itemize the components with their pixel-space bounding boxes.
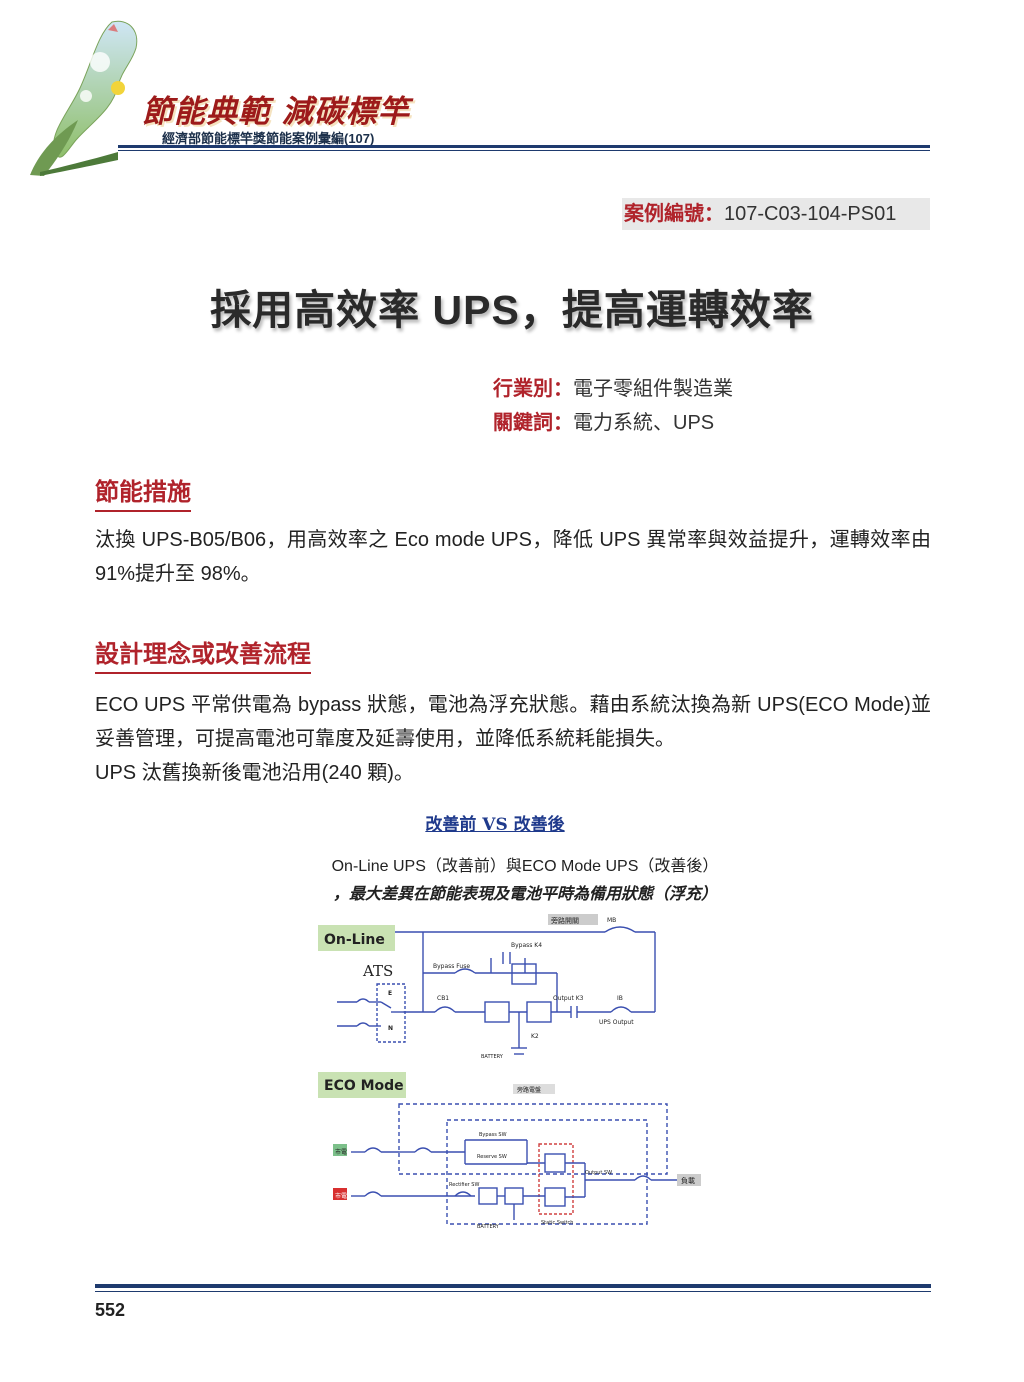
industry-label: 行業別： [493,378,573,400]
static-switch-label: Static Switch [541,1220,573,1226]
online-tag-bg [318,925,395,951]
section-heading-design: 設計理念或改善流程 [95,634,311,674]
case-number-box: 案例編號：107-C03-104-PS01 [622,198,930,230]
bypass-panel-label: 旁路電盤 [517,1086,541,1094]
figure-caption-1: On-Line UPS（改善前）與ECO Mode UPS（改善後） [331,858,719,875]
eco-tag-bg [318,1072,406,1098]
page-title: 採用高效率 UPS，提高運轉效率 [210,287,814,333]
industry-value: 電子零組件製造業 [573,378,733,400]
keywords-line: 關鍵詞：電力系統、UPS [493,406,714,435]
section-design-text: ECO UPS 平常供電為 bypass 狀態，電池為浮充狀態。藉由系統汰換為新… [95,688,931,790]
keywords-value: 電力系統、UPS [573,412,715,434]
page-number: 552 [95,1300,126,1320]
bypass-fuse-label: Bypass Fuse [433,963,470,970]
eco-load-tag [677,1174,701,1186]
eco-input2-tag [333,1188,347,1200]
rectifier-sw-label: Rectifier SW [449,1182,479,1188]
mb-label: MB [607,917,616,924]
ats-n-label: N [388,1025,393,1032]
reserve-sw-label: Reserve SW [477,1154,507,1160]
brand-subtitle: 經濟部節能標竿獎節能案例彙編(107) [162,131,375,146]
bypass-panel-tag [513,1084,555,1094]
eco-label: ECO Mode [324,1078,404,1094]
measures-paragraph: 汰換 UPS-B05/B06，用高效率之 Eco mode UPS，降低 UPS… [95,529,931,585]
bypass-sw-label: Bypass SW [479,1132,507,1138]
online-label: On-Line [324,932,385,948]
eco-input1-label: 市電 [335,1148,347,1156]
bypass-k4-label: Bypass K4 [511,942,542,949]
k2-label: K2 [531,1033,539,1040]
output-sw-label: Output SW [585,1170,612,1176]
eco-battery-label: BATTERY [477,1224,500,1230]
eco-load-label: 負載 [681,1176,695,1185]
ats-e-label: E [388,990,392,997]
online-battery-label: BATTERY [481,1054,504,1060]
ib-label: IB [617,995,623,1002]
figure-caption-2: ，最大差異在節能表現及電池平時為備用狀態（浮充） [332,884,717,903]
cb1-label: CB1 [437,995,449,1002]
ats-label: ATS [362,962,393,980]
figure-title: 改善前 VS 改善後 [425,815,565,835]
brand-title: 節能典範 減碳標竿 [142,94,410,130]
footer-rule [95,1284,931,1288]
industry-line: 行業別：電子零組件製造業 [493,372,733,401]
case-number-value: 107-C03-104-PS01 [724,203,897,225]
section-heading-measures: 節能措施 [95,472,191,512]
ups-comparison-diagram: On-Line ATS 旁路開關 MB Bypass K4 Bypass Fus… [318,914,701,1230]
design-paragraph-1: ECO UPS 平常供電為 bypass 狀態，電池為浮充狀態。藉由系統汰換為新… [95,694,931,750]
case-number-label: 案例編號： [624,203,724,225]
eco-input1-tag [333,1144,347,1156]
header-rule-thin [118,150,930,151]
design-paragraph-2: UPS 汰舊換新後電池沿用(240 顆)。 [95,762,414,784]
ups-output-label: UPS Output [599,1019,634,1026]
taiwan-logo-graphic [30,20,138,176]
section-measures-text: 汰換 UPS-B05/B06，用高效率之 Eco mode UPS，降低 UPS… [95,523,931,591]
page-header: 節能典範 減碳標竿 經濟部節能標竿獎節能案例彙編(107) [0,0,1024,190]
keywords-label: 關鍵詞： [493,412,573,434]
footer-rule-thin [95,1291,931,1292]
bypass-switch-label: 旁路開關 [551,916,579,925]
bypass-switch-tag [548,914,598,925]
eco-input2-label: 市電 [335,1192,347,1200]
output-k3-label: Output K3 [553,995,584,1002]
header-rule [118,145,930,148]
